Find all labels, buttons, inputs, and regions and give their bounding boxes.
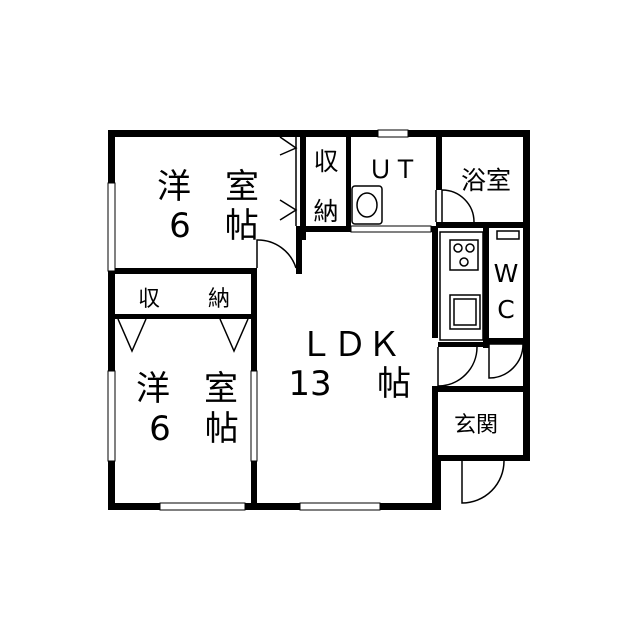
room-labels: 洋 室 6 帖 収 納 ＵＴ 浴室 収 納 洋 室 6 帖 ＬＤＫ 13 帖 W… — [136, 147, 518, 449]
interior-walls — [108, 130, 530, 508]
ldk-size-number: 13 — [288, 364, 331, 404]
window-left-top — [107, 182, 116, 272]
closet-mid-label-1: 収 — [138, 287, 160, 312]
kitchen-sink — [449, 294, 481, 330]
closet-mid-label-2: 納 — [208, 287, 230, 312]
ldk-size-unit: 帖 — [377, 364, 411, 404]
window-bottom-left — [159, 502, 246, 511]
windows — [107, 129, 432, 511]
ldk-name: ＬＤＫ — [299, 325, 401, 365]
closet-top-label-2: 納 — [313, 197, 338, 226]
washbasin — [351, 185, 383, 225]
wc-label-c: C — [497, 295, 514, 324]
entrance-label: 玄関 — [454, 413, 498, 438]
window-left-bottom — [107, 370, 116, 462]
western-room-bottom-name: 洋 室 — [136, 369, 238, 409]
western-room-top-name: 洋 室 — [157, 167, 259, 207]
fixtures — [351, 185, 520, 341]
western-room-top-size: 6 帖 — [169, 206, 259, 246]
wc-label-w: W — [494, 259, 519, 288]
window-ut — [350, 225, 432, 233]
bathroom-label: 浴室 — [461, 166, 511, 195]
stove — [449, 239, 479, 271]
window-room-interior — [250, 370, 258, 462]
window-top — [377, 129, 409, 138]
ut-label: ＵＴ — [368, 155, 418, 184]
door-swings — [117, 136, 524, 504]
door-swing-top-room — [256, 239, 297, 269]
western-room-bottom-size: 6 帖 — [149, 409, 239, 449]
window-bottom-ldk — [299, 502, 381, 511]
closet-top-label-1: 収 — [313, 147, 338, 176]
